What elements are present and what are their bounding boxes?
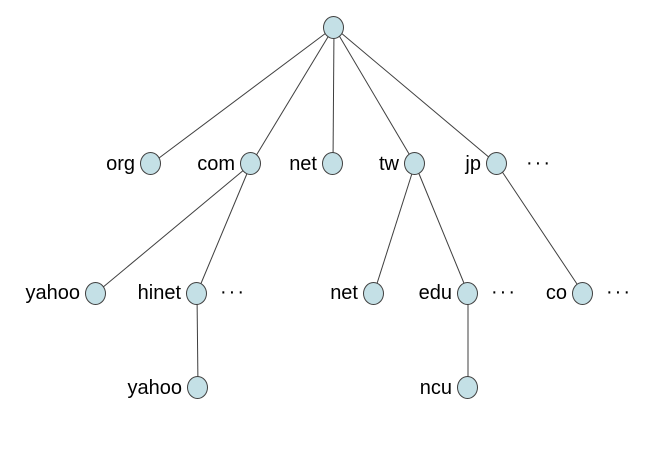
com-ellipsis: ··· <box>220 281 246 303</box>
edge-tw-net <box>373 163 416 294</box>
tw-node-label: tw <box>379 153 399 175</box>
tld-ellipsis: ··· <box>526 152 552 174</box>
net-tw-node-label: net <box>330 282 358 304</box>
org-node-circle <box>140 152 161 175</box>
org-node-label: org <box>106 153 135 175</box>
edge-root-jp <box>333 26 498 165</box>
edu-tw-node-circle <box>457 282 478 305</box>
jp-ellipsis: ··· <box>606 281 632 303</box>
edge-root-net <box>332 26 335 165</box>
edge-root-org <box>150 26 335 165</box>
hinet-node-label: hinet <box>137 282 181 304</box>
edge-root-com <box>250 26 335 165</box>
hinet-node-circle <box>186 282 207 305</box>
net-tld-node-circle <box>322 152 343 175</box>
ncu-node-circle <box>457 376 478 399</box>
yahoo-com-node-label: yahoo <box>25 282 81 304</box>
edge-root-tw <box>333 26 416 165</box>
yahoo-hinet-node-circle <box>187 376 208 399</box>
edge-jp-co <box>496 163 584 294</box>
edu-tw-node-label: edu <box>418 282 452 304</box>
co-jp-node-label: co <box>545 282 567 304</box>
net-tld-node-label: net <box>289 153 317 175</box>
yahoo-com-node-circle <box>85 282 106 305</box>
root-node-circle <box>323 16 344 39</box>
com-node-label: com <box>197 153 235 175</box>
net-tw-node-circle <box>363 282 384 305</box>
jp-node-circle <box>486 152 507 175</box>
tw-node-circle <box>404 152 425 175</box>
com-node-circle <box>240 152 261 175</box>
tw-ellipsis: ··· <box>491 281 517 303</box>
edge-tw-edu <box>414 163 469 294</box>
jp-node-label: jp <box>465 153 481 175</box>
edge-hinet-yahoo <box>196 292 199 389</box>
yahoo-hinet-node-label: yahoo <box>127 377 183 399</box>
ncu-node-label: ncu <box>419 377 452 399</box>
co-jp-node-circle <box>572 282 593 305</box>
edge-com-yahoo <box>95 163 252 294</box>
edge-com-hinet <box>196 163 252 294</box>
